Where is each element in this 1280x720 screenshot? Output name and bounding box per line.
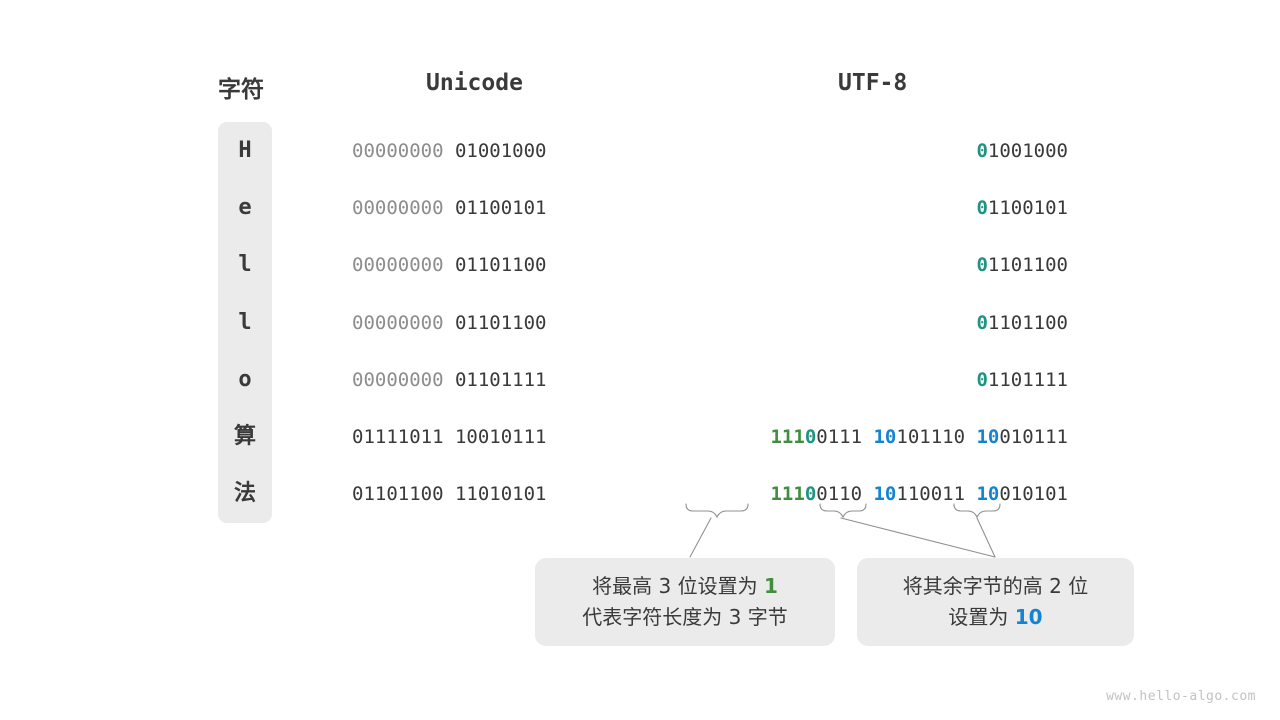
utf8-byte-prefix: 0 [976,140,988,162]
utf8-byte-prefix-terminator: 0 [804,483,817,506]
callout-left-line1-emphasis: 1 [763,574,778,598]
utf8-byte-prefix: 0 [976,254,988,277]
unicode-cell: 00000000 01001000 [352,139,546,163]
utf8-byte-payload: 010111 [999,426,1068,448]
utf8-byte-payload: 101110 [896,426,966,448]
utf8-byte-prefix: 10 [976,426,1000,448]
utf8-byte: 01001000 [976,140,1068,162]
unicode-high-byte: 00000000 [352,140,444,162]
byte-separator [444,369,455,391]
unicode-cell: 00000000 01101100 [352,253,546,277]
utf8-cell: 11100111 10101110 10010111 [670,425,1068,449]
utf8-cell: 01101100 [670,253,1068,277]
utf8-byte-payload: 1100101 [987,197,1068,220]
unicode-high-byte: 00000000 [352,368,444,391]
character-cell: l [238,309,252,335]
utf8-byte: 10010111 [976,426,1068,448]
column-header-character: 字符 [218,77,264,103]
unicode-low-byte: 01101100 [454,311,547,334]
byte-separator [965,426,976,448]
unicode-low-byte: 01101100 [454,254,547,277]
utf8-byte: 11100111 [770,426,862,448]
byte-separator [444,197,455,219]
byte-separator [444,426,455,448]
unicode-cell: 00000000 01101111 [352,368,546,392]
utf8-byte: 10110011 [873,483,965,505]
byte-separator [965,483,976,505]
unicode-low-byte: 10010111 [454,426,547,448]
callout-right-line1: 将其余字节的高 2 位 [902,574,1089,598]
callout-right-line2: 设置为 10 [948,602,1042,633]
utf8-byte-prefix: 10 [976,483,1000,506]
utf8-byte-payload: 1001000 [987,140,1068,162]
utf8-cell: 01101111 [670,368,1068,392]
utf8-byte-prefix: 0 [976,197,988,220]
utf8-byte-payload: 1101111 [987,368,1068,391]
byte-separator [444,140,455,162]
character-cell: 法 [233,481,256,507]
byte-separator [862,483,873,505]
utf8-byte-payload: 0111 [816,426,863,448]
utf8-byte-prefix: 111 [770,426,805,448]
unicode-low-byte: 01001000 [454,140,547,162]
utf8-byte-payload: 010101 [999,483,1068,506]
callout-left-line1: 将最高 3 位设置为 1 [592,571,778,602]
unicode-low-byte: 01101111 [454,368,547,391]
unicode-low-byte: 01100101 [454,197,547,220]
unicode-cell: 01111011 10010111 [352,425,546,449]
unicode-cell: 00000000 01100101 [352,196,546,220]
character-column-badge [218,122,272,523]
unicode-high-byte: 01101100 [352,483,444,506]
callout-left-line1-text: 将最高 3 位设置为 [592,574,764,598]
utf8-cell: 01101100 [670,311,1068,335]
utf8-byte-payload: 1101100 [987,311,1068,334]
character-cell: H [238,138,252,163]
unicode-high-byte: 00000000 [352,197,444,220]
byte-separator [862,426,873,448]
utf8-cell: 11100110 10110011 10010101 [670,482,1068,506]
utf8-byte-prefix: 0 [976,311,988,334]
utf8-byte: 10010101 [976,483,1068,505]
unicode-high-byte: 00000000 [352,311,444,334]
unicode-cell: 01101100 11010101 [352,482,546,506]
utf8-byte-prefix: 0 [976,368,988,391]
utf8-byte-payload: 0110 [816,483,863,506]
utf8-byte-payload: 1101100 [987,254,1068,277]
utf8-byte-payload: 110011 [896,483,966,506]
utf8-cell: 01001000 [670,139,1068,163]
utf8-byte: 11100110 [770,483,862,505]
unicode-high-byte: 01111011 [352,426,444,448]
character-cell: e [238,195,252,221]
column-header-utf8: UTF-8 [838,70,908,96]
byte-separator [444,483,455,505]
callout-left-line2: 代表字符长度为 3 字节 [582,605,788,629]
utf8-byte-prefix: 10 [873,426,897,448]
utf8-byte-prefix: 10 [873,483,897,506]
utf8-byte-prefix-terminator: 0 [804,426,817,448]
character-cell: 算 [233,424,256,449]
site-watermark: www.hello-algo.com [1106,689,1256,704]
utf8-byte: 01100101 [976,197,1068,219]
column-header-unicode: Unicode [426,70,523,96]
utf8-byte: 10101110 [873,426,965,448]
utf8-byte: 01101111 [976,369,1068,391]
character-cell: o [238,366,252,392]
byte-separator [444,254,455,276]
unicode-high-byte: 00000000 [352,254,444,277]
callout-right-line2-emphasis: 10 [1014,605,1043,629]
utf8-cell: 01100101 [670,196,1068,220]
utf8-byte-prefix: 111 [770,483,805,506]
callout-right-line2-text: 设置为 [948,605,1015,629]
unicode-low-byte: 11010101 [454,483,547,506]
callout-continuation-bits: 将其余字节的高 2 位 设置为 10 [857,558,1134,646]
utf8-byte: 01101100 [976,254,1068,276]
character-cell: l [238,252,252,278]
utf8-byte: 01101100 [976,312,1068,334]
unicode-cell: 00000000 01101100 [352,311,546,335]
byte-separator [444,312,455,334]
callout-leading-bits: 将最高 3 位设置为 1 代表字符长度为 3 字节 [535,558,835,646]
